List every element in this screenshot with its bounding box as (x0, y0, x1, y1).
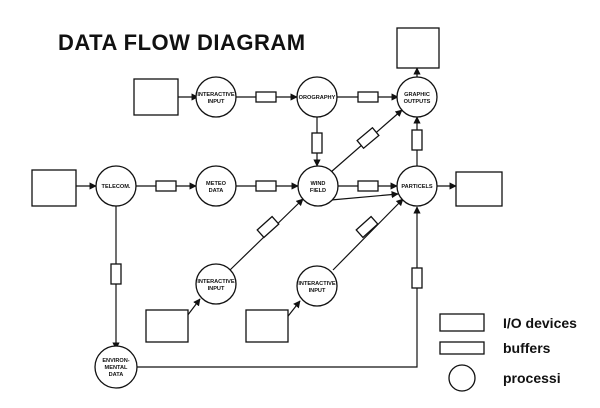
process-particels (396, 165, 438, 207)
process-wind-field (297, 165, 339, 207)
io-device (396, 27, 440, 69)
process-label: OROGRAPHY (299, 95, 336, 101)
edge-interactive-right-to-particels (332, 198, 404, 271)
process-label: FIELD (310, 188, 326, 194)
buffer (311, 132, 323, 154)
processes (94, 76, 438, 389)
buffer (256, 215, 280, 239)
buffer (411, 267, 423, 289)
buffer (355, 215, 379, 239)
process-graphic-outputs (396, 76, 438, 118)
process-labels: INTERACTIVE INPUT OROGRAPHY GRAPHIC OUTP… (102, 92, 433, 378)
buffer (356, 126, 380, 150)
legend-process-swatch (448, 364, 476, 392)
process-meteo-data (195, 165, 237, 207)
process-label: METEO (206, 181, 227, 187)
process-label: MENTAL (105, 365, 128, 371)
io-devices (31, 27, 503, 343)
legend-io-devices-label: I/O devices (503, 315, 577, 331)
edge-wind-to-particels-diagonal (330, 190, 399, 201)
buffer (255, 180, 277, 192)
process-label: INTERACTIVE (298, 281, 336, 287)
io-device (133, 78, 179, 116)
buffer (411, 129, 423, 151)
process-label: ENVIRON- (102, 358, 129, 364)
process-label: DATA (209, 188, 224, 194)
diagram-title: DATA FLOW DIAGRAM (58, 30, 306, 55)
buffers (110, 91, 423, 289)
io-device (245, 309, 289, 343)
legend-buffers-label: buffers (503, 340, 551, 356)
process-telecom (95, 165, 137, 207)
process-interactive-input (195, 263, 237, 305)
buffer (110, 263, 122, 285)
process-label: WIND (311, 181, 326, 187)
process-label: INTERACTIVE (197, 279, 235, 285)
process-label: DATA (109, 372, 124, 378)
process-label: INPUT (309, 288, 326, 294)
io-device (455, 171, 503, 207)
process-interactive-input (296, 265, 338, 307)
legend-processi-label: processi (503, 370, 561, 386)
process-label: GRAPHIC (404, 92, 430, 98)
process-label: PARTICELS (401, 184, 433, 190)
edge-environmental-to-particels (136, 206, 421, 368)
legend-io-device-swatch (439, 313, 485, 332)
buffer (155, 180, 177, 192)
legend-buffer-swatch (439, 341, 485, 355)
process-interactive-input (195, 76, 237, 118)
buffer (255, 91, 277, 103)
process-label: OUTPUTS (404, 99, 431, 105)
process-label: INPUT (208, 99, 225, 105)
process-label: TELECOM. (102, 184, 131, 190)
process-orography (296, 76, 338, 118)
process-environmental-data (94, 345, 138, 389)
io-device (145, 309, 189, 343)
process-label: INPUT (208, 286, 225, 292)
buffer (357, 91, 379, 103)
io-device (31, 169, 77, 207)
process-label: INTERACTIVE (197, 92, 235, 98)
legend: I/O devices buffers processi (439, 313, 577, 392)
buffer (357, 180, 379, 192)
